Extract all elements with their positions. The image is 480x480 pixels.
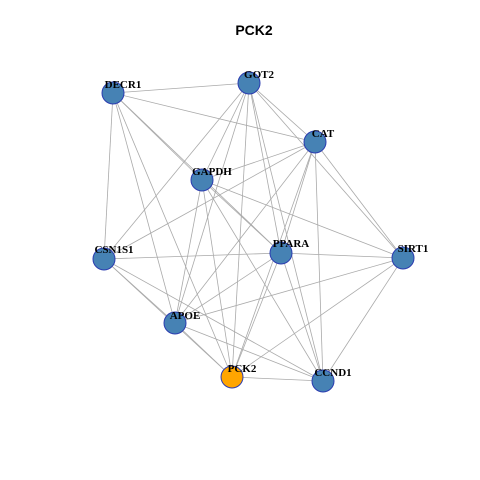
edge-sirt1-pck2 [231, 257, 404, 378]
edge-gapdh-pck2 [201, 179, 233, 378]
edge-csn1s1-ppara [103, 252, 282, 260]
edge-gapdh-apoe [174, 179, 203, 324]
edge-ppara-ccnd1 [280, 252, 324, 382]
node-ccnd1: CCND1 [311, 367, 352, 393]
node-circle-got2 [237, 71, 261, 95]
edge-cat-ccnd1 [314, 141, 324, 382]
edge-decr1-csn1s1 [103, 92, 114, 260]
edge-cat-ppara [280, 141, 316, 254]
edge-gapdh-ppara [201, 179, 282, 254]
edge-apoe-ccnd1 [174, 322, 324, 382]
edge-got2-ccnd1 [248, 82, 324, 382]
edge-cat-csn1s1 [103, 141, 316, 260]
node-label-ccnd1: CCND1 [314, 367, 351, 379]
node-circle-apoe [163, 311, 187, 335]
node-sirt1: SIRT1 [391, 243, 429, 270]
edge-got2-cat [248, 82, 316, 143]
edge-decr1-got2 [112, 82, 250, 94]
node-csn1s1: CSN1S1 [92, 244, 134, 271]
node-label-decr1: DECR1 [105, 79, 142, 91]
edge-sirt1-ccnd1 [322, 257, 404, 382]
diagram-title: PCK2 [235, 22, 273, 38]
edge-got2-csn1s1 [103, 82, 250, 260]
edge-sirt1-apoe [174, 257, 404, 324]
node-circle-ccnd1 [311, 369, 335, 393]
node-circle-pck2 [220, 365, 244, 389]
node-pck2: PCK2 [220, 363, 257, 389]
node-decr1: DECR1 [101, 79, 142, 105]
edge-got2-apoe [174, 82, 250, 324]
edge-decr1-apoe [112, 92, 176, 324]
edge-csn1s1-ccnd1 [103, 258, 324, 382]
edge-cat-gapdh [201, 141, 316, 181]
node-cat: CAT [303, 128, 335, 154]
edge-got2-gapdh [201, 82, 250, 181]
node-label-apoe: APOE [170, 310, 201, 322]
node-label-got2: GOT2 [244, 69, 274, 81]
edge-decr1-pck2 [112, 92, 233, 378]
edge-pck2-ccnd1 [231, 376, 324, 382]
edge-apoe-pck2 [174, 322, 233, 378]
edge-got2-pck2 [231, 82, 250, 378]
edge-decr1-cat [112, 92, 316, 143]
node-circle-csn1s1 [92, 247, 116, 271]
node-ppara: PPARA [269, 238, 310, 265]
node-circle-sirt1 [391, 246, 415, 270]
node-got2: GOT2 [237, 69, 274, 95]
node-gapdh: GAPDH [190, 166, 232, 192]
edge-gapdh-ccnd1 [201, 179, 324, 382]
edge-ppara-sirt1 [280, 252, 404, 259]
edge-got2-ppara [248, 82, 282, 254]
node-circle-gapdh [190, 168, 214, 192]
edge-ppara-apoe [174, 252, 282, 324]
node-label-gapdh: GAPDH [192, 166, 232, 178]
edge-gapdh-sirt1 [201, 179, 404, 259]
node-label-ppara: PPARA [273, 238, 310, 250]
edge-layer [103, 82, 404, 382]
node-apoe: APOE [163, 310, 201, 335]
node-circle-cat [303, 130, 327, 154]
node-label-sirt1: SIRT1 [398, 243, 429, 255]
edge-decr1-gapdh [112, 92, 203, 181]
node-circle-decr1 [101, 81, 125, 105]
node-label-csn1s1: CSN1S1 [94, 244, 133, 256]
edge-cat-sirt1 [314, 141, 404, 259]
node-label-pck2: PCK2 [228, 363, 257, 375]
edge-cat-apoe [174, 141, 316, 324]
node-circle-ppara [269, 241, 293, 265]
edge-got2-sirt1 [248, 82, 404, 259]
edge-ppara-pck2 [231, 252, 282, 378]
node-label-cat: CAT [312, 128, 335, 140]
